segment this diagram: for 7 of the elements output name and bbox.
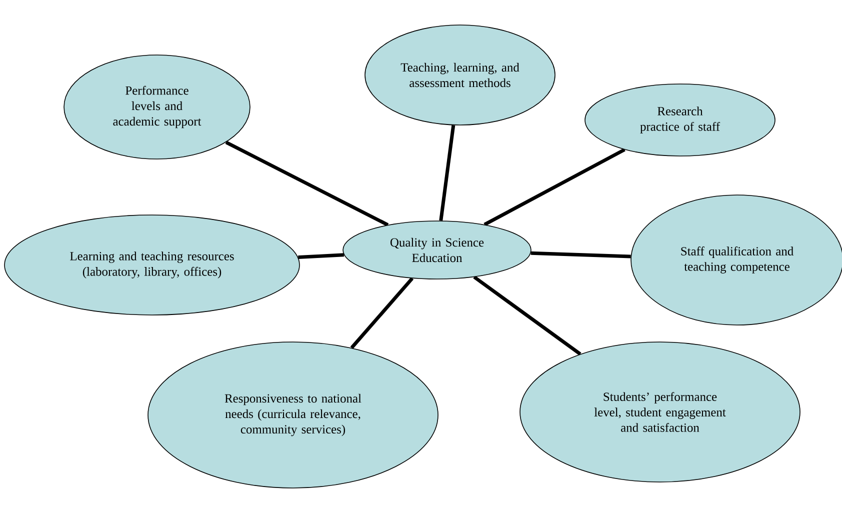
connector-line — [473, 276, 582, 356]
connector-line — [225, 140, 389, 226]
connector-line — [298, 253, 344, 260]
connector-line — [484, 148, 626, 226]
connector-line — [439, 125, 456, 221]
connector-line — [530, 251, 631, 258]
connector-line — [350, 277, 414, 349]
